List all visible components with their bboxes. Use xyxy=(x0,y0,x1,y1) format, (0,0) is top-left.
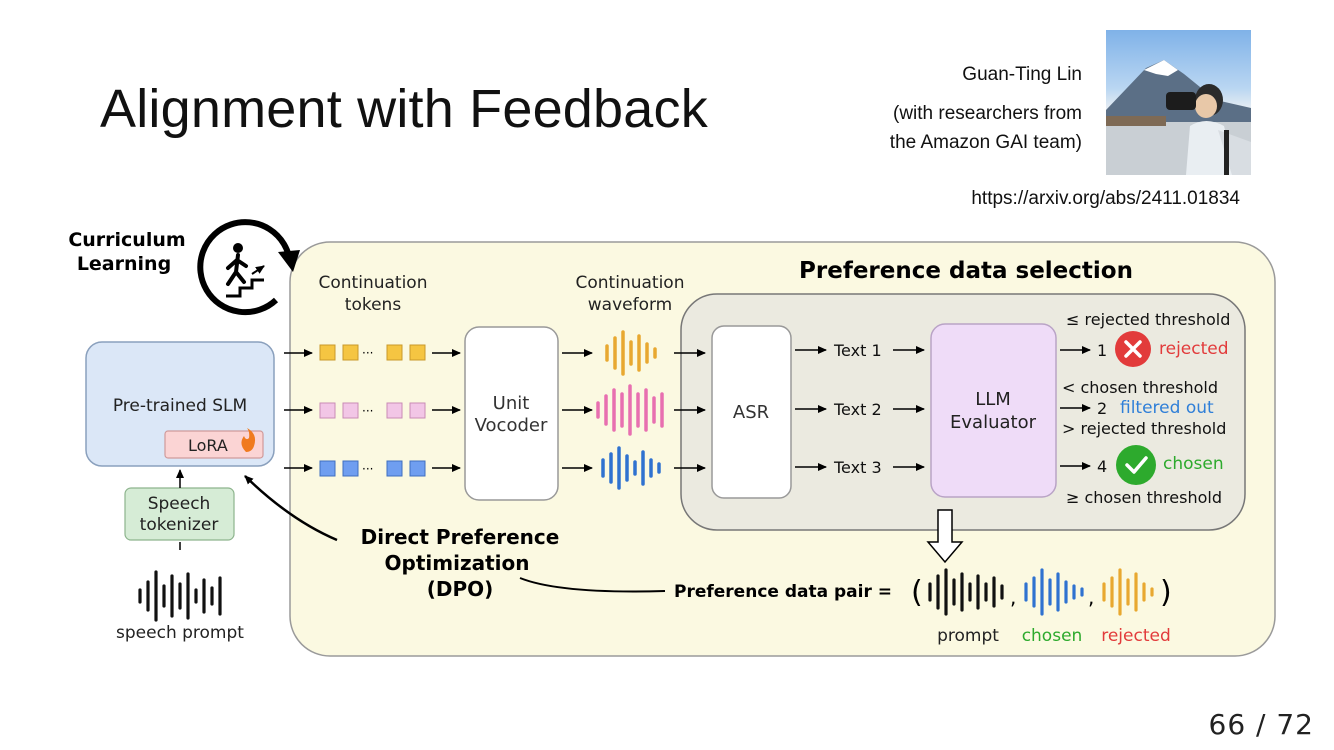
score-4: 4 xyxy=(1097,457,1107,476)
asr-label: ASR xyxy=(733,402,769,423)
pair-rejected-waveform xyxy=(1102,568,1154,616)
page-number: 66 / 72 xyxy=(1208,708,1314,741)
score-1: 1 xyxy=(1097,341,1107,360)
continuation-waveform-label-line1: Continuation xyxy=(576,273,685,293)
unit-vocoder-box xyxy=(464,326,559,501)
pretrained-slm-label: Pre-trained SLM xyxy=(113,396,247,416)
text-3-label: Text 3 xyxy=(833,458,882,477)
chosen-less-threshold-label: < chosen threshold xyxy=(1062,378,1218,397)
unit-vocoder-label-line2: Vocoder xyxy=(475,415,548,436)
dpo-label-line1: Direct Preference xyxy=(361,525,560,549)
svg-text:···: ··· xyxy=(362,462,373,476)
token-row-3: ··· xyxy=(319,460,426,477)
text-1-label: Text 1 xyxy=(833,341,882,360)
chosen-greater-equal-threshold-label: ≥ chosen threshold xyxy=(1066,488,1222,507)
speech-tokenizer-label-line1: Speech xyxy=(148,494,211,514)
slm-to-tokens-arrows xyxy=(284,349,313,472)
pair-close-paren: ) xyxy=(1160,575,1172,610)
x-mark-icon xyxy=(1124,340,1142,358)
check-mark-icon xyxy=(1125,456,1148,474)
speech-prompt-waveform xyxy=(138,570,222,622)
tokens-to-vocoder-arrows xyxy=(432,349,461,472)
unit-vocoder-label-line1: Unit xyxy=(493,393,530,414)
slide-title: Alignment with Feedback xyxy=(100,79,708,139)
lora-box xyxy=(164,430,264,459)
llm-evaluator-label-line2: Evaluator xyxy=(950,412,1037,433)
fire-icon xyxy=(241,428,256,452)
dpo-label-line3: (DPO) xyxy=(427,577,494,601)
vocoder-to-waveform-arrows xyxy=(562,349,593,472)
llm-evaluator-box xyxy=(930,323,1057,498)
asr-box xyxy=(711,325,792,499)
preference-pair-label: Preference data pair = xyxy=(674,582,892,602)
pair-rejected-label: rejected xyxy=(1101,626,1171,646)
lora-label: LoRA xyxy=(188,436,228,455)
down-arrow-icon xyxy=(926,509,964,564)
curriculum-label-line1: Curriculum xyxy=(68,229,185,251)
asr-to-text-arrows xyxy=(795,346,827,471)
chosen-label: chosen xyxy=(1163,454,1224,474)
curriculum-label-line2: Learning xyxy=(77,253,171,275)
waveform-blue xyxy=(601,446,661,490)
continuation-tokens-label-line1: Continuation xyxy=(319,273,428,293)
filtered-out-label: filtered out xyxy=(1120,398,1214,418)
token-row-2: ··· xyxy=(319,402,426,419)
author-affiliation-line1: (with researchers from xyxy=(893,103,1082,124)
waveform-orange xyxy=(605,330,657,376)
speech-prompt-label: speech prompt xyxy=(116,623,244,643)
waveform-to-asr-arrows xyxy=(674,349,706,472)
dpo-to-lora-arrow xyxy=(244,475,338,542)
pair-open-paren: ( xyxy=(911,575,923,610)
pair-comma-2: , xyxy=(1088,585,1094,609)
rejected-label: rejected xyxy=(1159,339,1229,359)
waveform-pink xyxy=(596,384,664,436)
text-to-llm-arrows xyxy=(893,346,925,471)
photo-illustration xyxy=(1106,60,1251,175)
rejected-greater-threshold-label: > rejected threshold xyxy=(1062,419,1226,438)
llm-evaluator-label-line1: LLM xyxy=(975,389,1011,410)
dpo-label-line2: Optimization xyxy=(385,551,530,575)
text-2-label: Text 2 xyxy=(833,400,882,419)
score-2: 2 xyxy=(1097,399,1107,418)
continuation-tokens-label-line2: tokens xyxy=(345,295,402,315)
pair-prompt-label: prompt xyxy=(937,626,999,646)
pair-chosen-waveform xyxy=(1024,568,1084,616)
speech-tokenizer-label-line2: tokenizer xyxy=(140,515,219,535)
preference-selection-title: Preference data selection xyxy=(799,258,1133,284)
curriculum-stairs-icon xyxy=(197,219,300,316)
pair-prompt-waveform xyxy=(928,568,1004,616)
svg-text:···: ··· xyxy=(362,404,373,418)
paper-link[interactable]: https://arxiv.org/abs/2411.01834 xyxy=(971,188,1240,209)
author-name: Guan-Ting Lin xyxy=(962,64,1082,85)
author-block: Guan-Ting Lin (with researchers from the… xyxy=(890,60,1082,157)
chosen-check-icon xyxy=(1116,445,1156,485)
continuation-waveform-label-line2: waveform xyxy=(588,295,672,315)
pair-chosen-label: chosen xyxy=(1022,626,1083,646)
token-row-1: ··· xyxy=(319,344,426,361)
pair-comma-1: , xyxy=(1010,585,1016,609)
author-photo xyxy=(1106,30,1251,175)
dpo-to-pair-line xyxy=(519,577,666,593)
svg-text:···: ··· xyxy=(362,346,373,360)
rejected-threshold-label: ≤ rejected threshold xyxy=(1066,310,1230,329)
author-affiliation-line2: the Amazon GAI team) xyxy=(889,132,1082,153)
